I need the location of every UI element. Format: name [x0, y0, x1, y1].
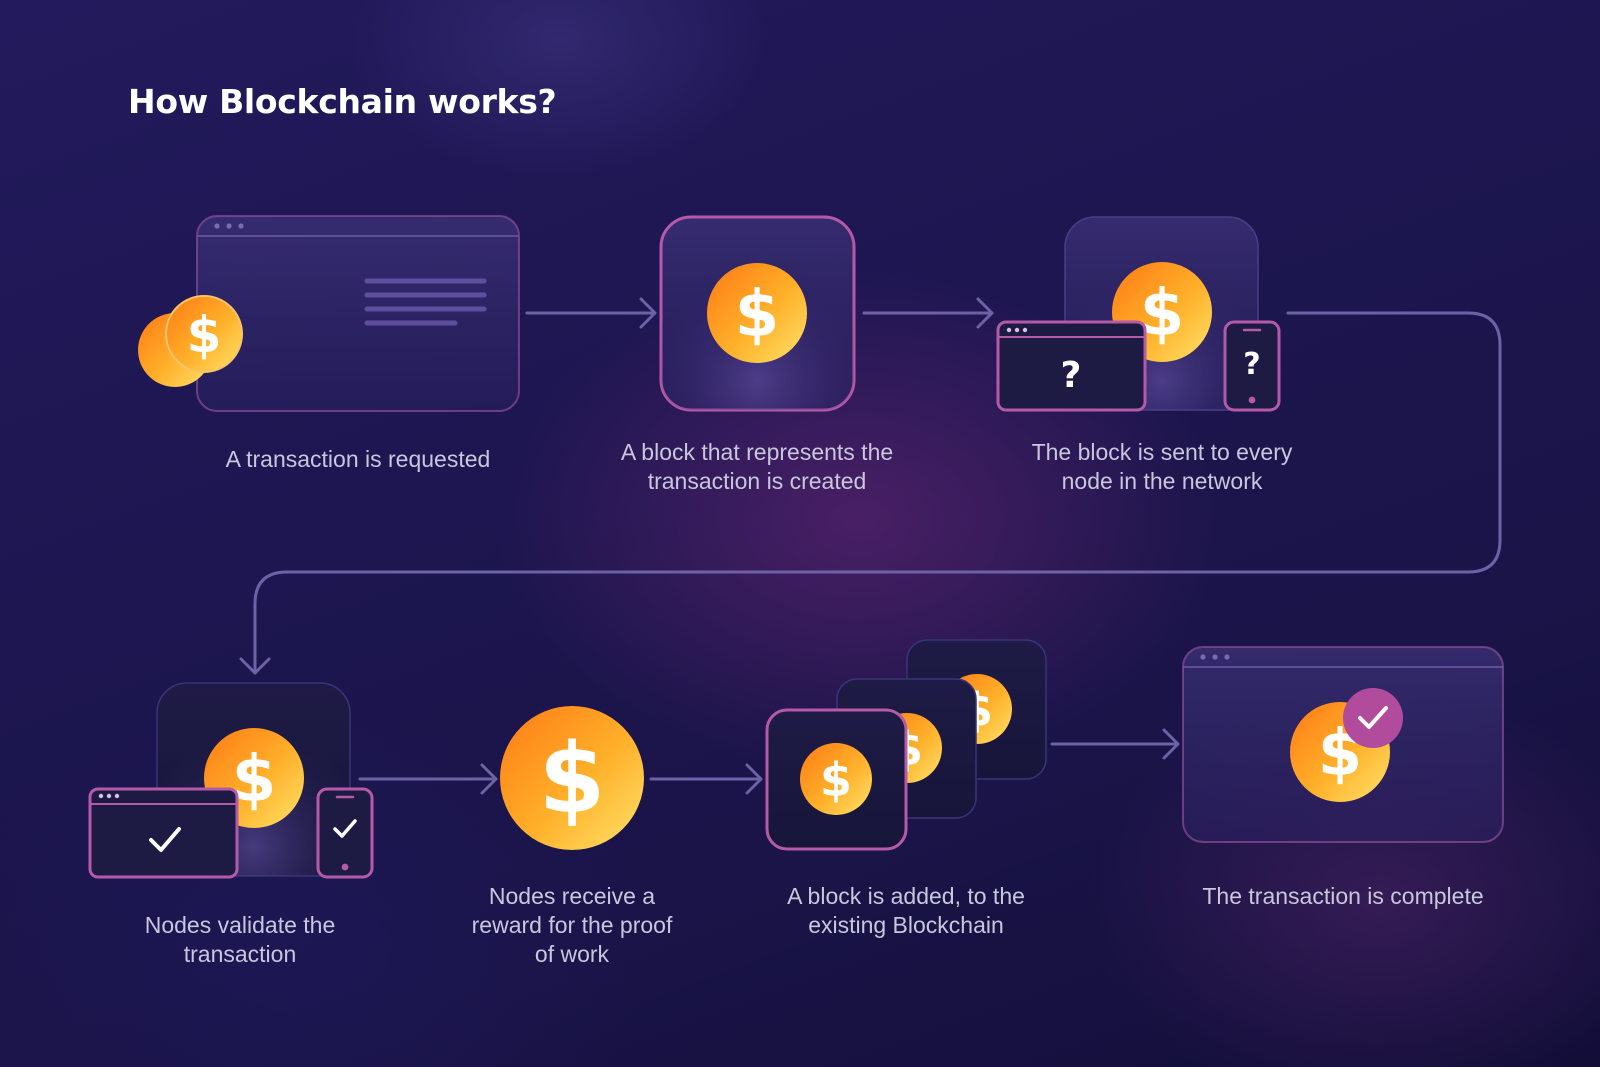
step-5-caption: Nodes receive a reward for the proof of … — [471, 883, 673, 967]
reward-coin-icon — [500, 706, 644, 850]
connector-arrows — [239, 297, 1502, 795]
arrow-4-to-5-head — [480, 763, 498, 795]
step-7-transaction-complete-illustration: $ — [1182, 646, 1504, 843]
desktop-node-validated-icon — [88, 787, 239, 879]
coin-icon — [707, 263, 807, 363]
desktop-node-icon: ? — [996, 320, 1147, 412]
question-mark-icon: ? — [1243, 347, 1260, 382]
arrow-3-to-4-wrap — [253, 311, 1502, 675]
window-dot — [214, 223, 220, 229]
coin-dollar-icon: $ — [539, 723, 606, 835]
window-dot — [1200, 654, 1206, 660]
checkmark-icon — [149, 827, 181, 852]
checkmark-icon — [333, 819, 357, 838]
text-lines-placeholder — [364, 278, 487, 326]
step-6-block-added-illustration: $ $ $ — [765, 639, 1047, 851]
arrow-3-to-4-head — [239, 657, 271, 675]
coin-dollar-icon: $ — [820, 753, 852, 807]
question-mark-icon: ? — [1061, 355, 1082, 396]
window-dot — [1212, 654, 1218, 660]
step-5-reward-illustration: $ — [500, 706, 644, 850]
step-1-transaction-requested-illustration: $ — [138, 215, 520, 412]
mobile-node-validated-icon — [316, 787, 374, 879]
step-1-caption: A transaction is requested — [225, 446, 491, 472]
window-dot — [1224, 654, 1230, 660]
browser-window — [196, 215, 520, 412]
arrow-5-to-6-head — [745, 763, 763, 795]
diagram-title: How Blockchain works? — [128, 82, 557, 121]
coin-dollar-icon: $ — [1140, 277, 1185, 351]
arrow-6-to-7-head — [1162, 728, 1180, 760]
step-2-caption: A block that represents the transaction … — [620, 439, 894, 494]
step-3-block-broadcast-illustration: $ ? ? — [996, 216, 1281, 412]
step-7-caption: The transaction is complete — [1202, 883, 1484, 909]
coin-dollar-icon: $ — [187, 306, 222, 364]
window-dot — [226, 223, 232, 229]
check-badge-icon — [1343, 688, 1403, 748]
step-6-caption: A block is added, to the existing Blockc… — [787, 883, 1025, 938]
chain-block-front: $ — [765, 708, 908, 851]
coin-dollar-icon: $ — [232, 743, 277, 817]
step-4-nodes-validate-illustration: $ — [88, 682, 374, 879]
arrow-2-to-3-head — [976, 297, 994, 329]
mobile-node-icon: ? — [1223, 320, 1281, 412]
coin-stack-icon: $ — [138, 295, 243, 387]
coin-dollar-icon: $ — [735, 278, 780, 352]
step-2-block-created-illustration: $ — [659, 215, 856, 412]
step-4-caption: Nodes validate the transaction — [144, 912, 336, 967]
window-dot — [238, 223, 244, 229]
step-3-caption: The block is sent to every node in the n… — [1031, 439, 1293, 494]
arrow-1-to-2-head — [639, 297, 657, 329]
